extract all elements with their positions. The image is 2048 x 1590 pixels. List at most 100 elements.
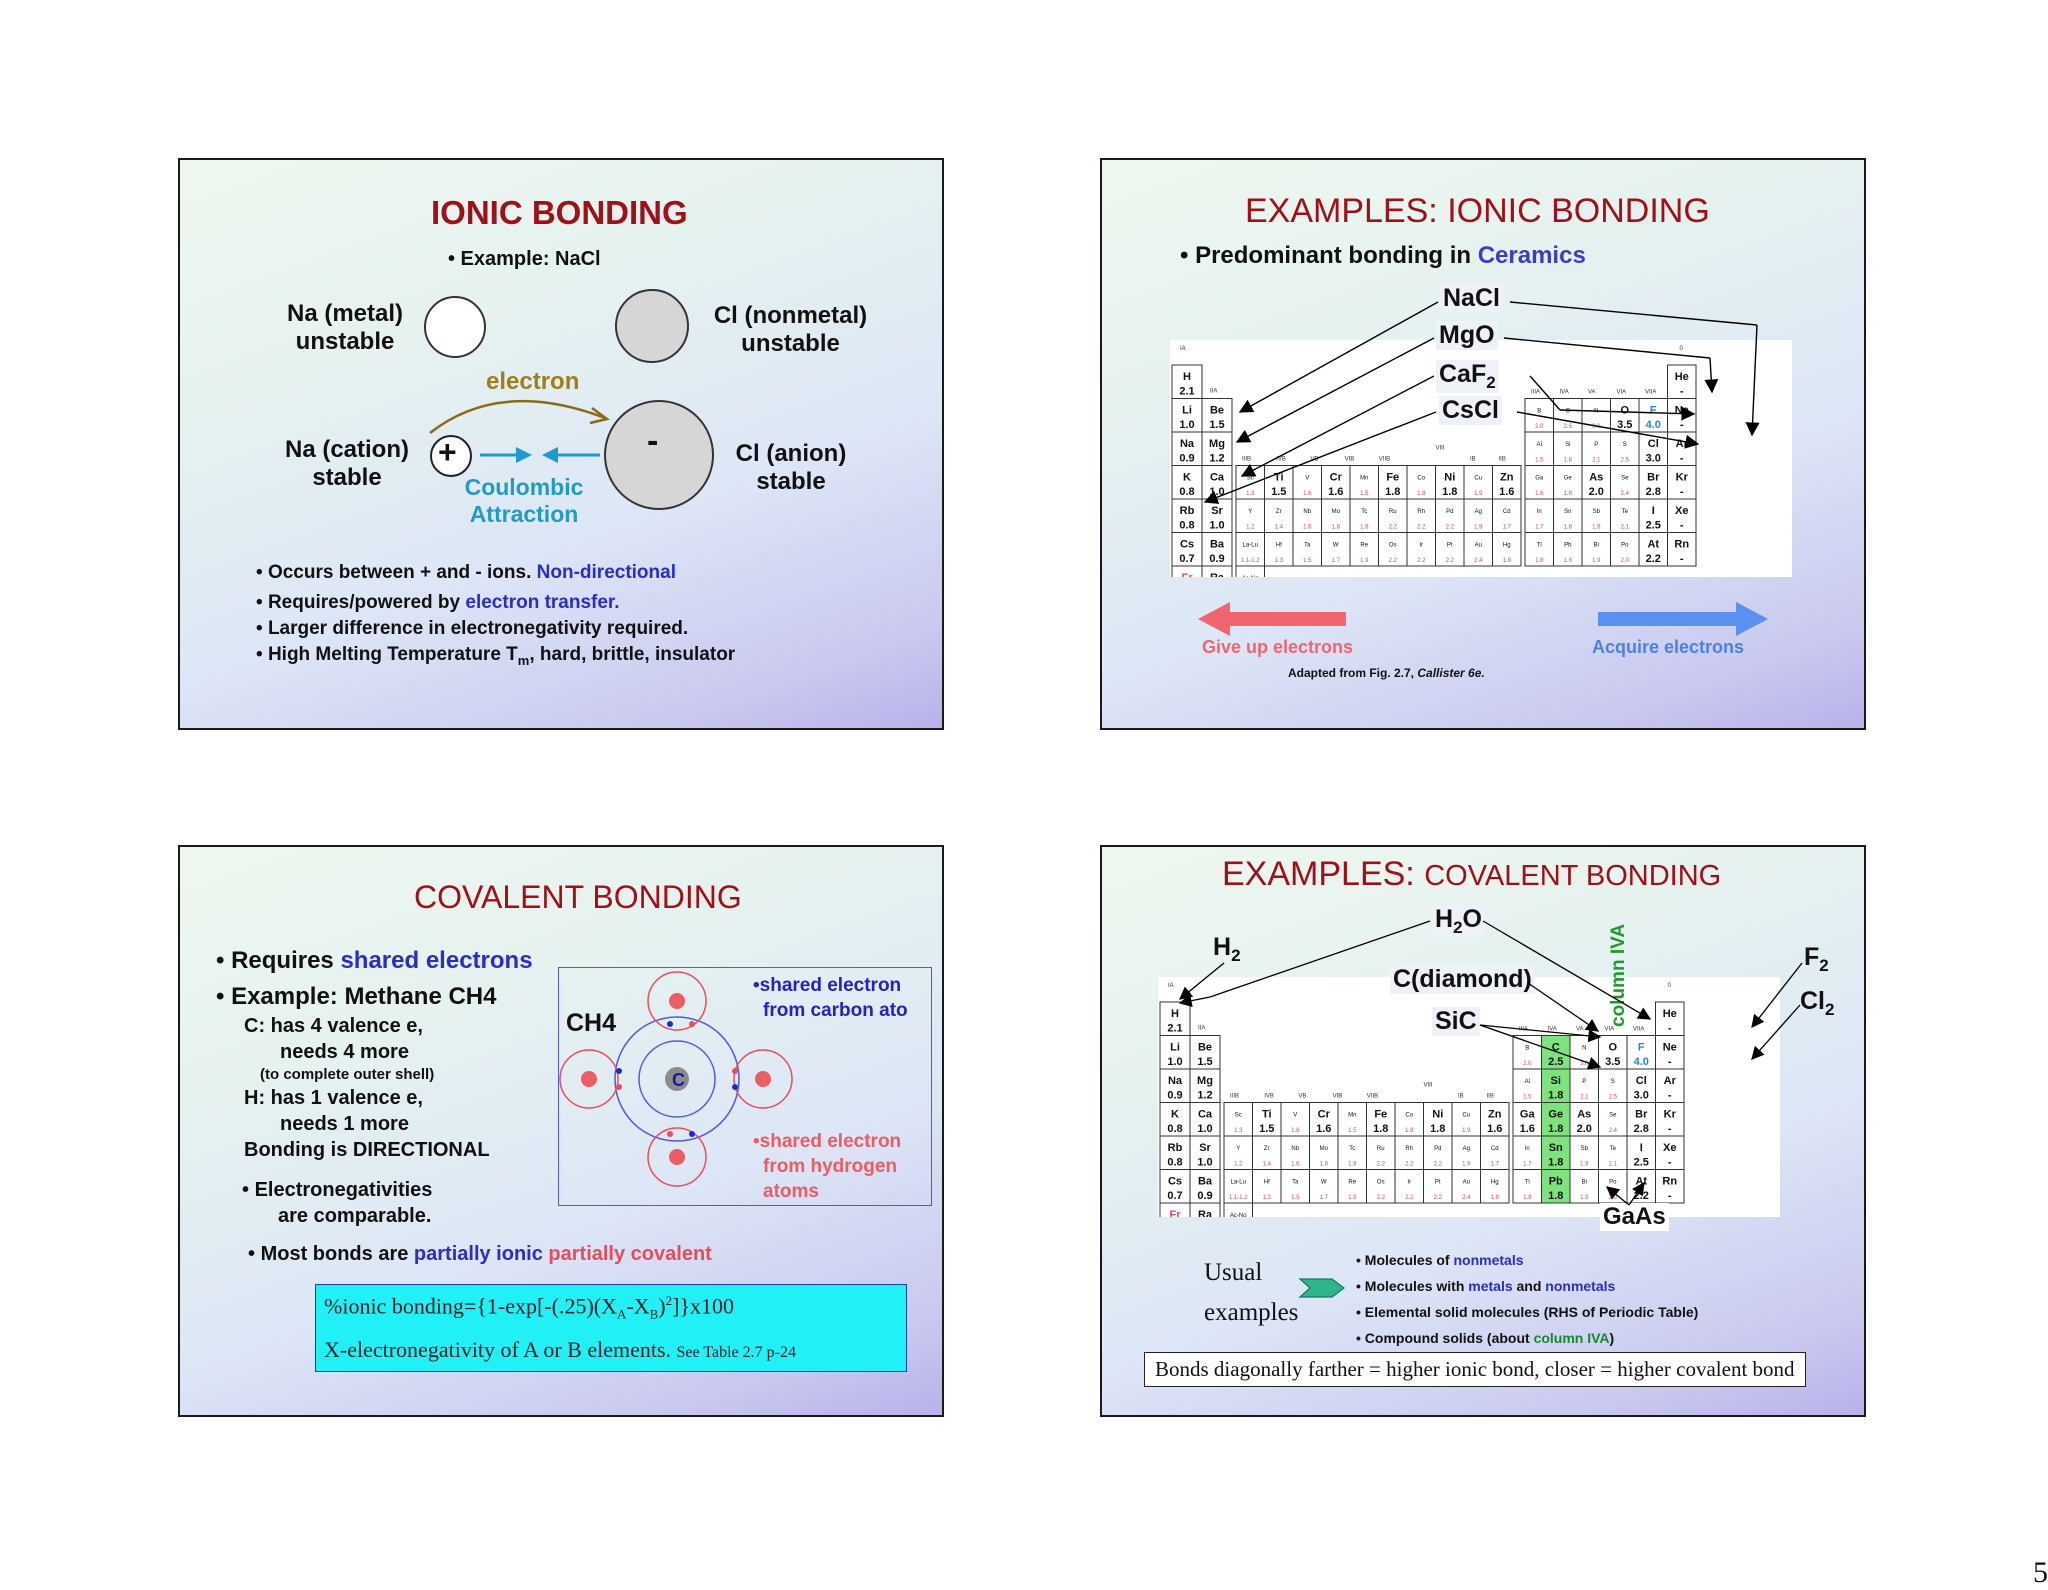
element-symbol: Rb [1180,505,1195,517]
ionic-percent-formula-box: %ionic bonding={1-exp[-(.25)(XA-XB)2]}x1… [315,1284,907,1372]
element-symbol: Nb [1303,509,1311,515]
electronegativity-value: - [1668,1022,1672,1034]
element-symbol: Ir [1407,1180,1411,1186]
element-cell-fe: Fe1.8 [1366,1102,1396,1137]
element-symbol: Ti [1274,472,1284,484]
slide-title: EXAMPLES: IONIC BONDING [1245,192,1710,230]
electronegativity-value: 1.6 [1291,1128,1300,1134]
group-label: IVA [1560,390,1569,396]
element-symbol: Be [1198,1042,1212,1054]
element-cell-po: Po2.0 [1610,532,1640,567]
electronegativity-value: 1.8 [1564,524,1573,530]
element-cell-h: H2.1 [1171,364,1203,399]
electronegativity-value: 1.4 [1275,524,1284,530]
element-symbol: La-Lu [1231,1180,1246,1186]
electronegativity-value: 2.0 [1577,1123,1592,1135]
adapted-caption: Adapted from Fig. 2.7, Callister 6e. [1288,666,1485,680]
element-cell-ne: Ne- [1655,1035,1685,1070]
element-cell-na: Na0.9 [1171,431,1203,466]
element-cell-sc: Sc 1.3 [1223,1102,1253,1137]
compound-diamond: C(diamond) [1390,965,1535,994]
electronegativity-value: 1.0 [1197,1123,1212,1135]
electronegativity-value: 1.7 [1491,1161,1500,1167]
element-cell-nb: Nb1.6 [1292,498,1322,533]
element-symbol: Bi [1582,1180,1587,1186]
electronegativity-value: 2.5 [1634,1156,1649,1168]
element-symbol: Br [1635,1109,1648,1121]
acquire-label: Acquire electrons [1592,637,1745,657]
element-cell-au: Au2.4 [1463,532,1493,567]
electronegativity-value: 1.3 [1263,1195,1272,1201]
element-symbol: La-Lu [1243,543,1258,549]
element-cell-v: V1.6 [1292,465,1322,500]
element-cell-sr: Sr1.0 [1189,1135,1221,1170]
electronegativity-value: 1.3 [1234,1128,1243,1134]
electronegativity-value: 1.5 [1291,1195,1300,1201]
electronegativity-value: 1.8 [1548,1190,1563,1202]
bond-distance-note: Bonds diagonally farther = higher ionic … [1144,1352,1806,1387]
electronegativity-value: 1.9 [1462,1161,1471,1167]
element-symbol: Fr [1182,572,1194,577]
ch4-label: CH4 [566,1009,617,1037]
element-cell-mn: Mn1.5 [1349,465,1379,500]
formula-definition: X-electronegativity of A or B elements. … [324,1337,796,1362]
element-cell-sb: Sb1.9 [1581,498,1611,533]
electronegativity-value: 1.5 [1535,457,1544,463]
element-cell-kr: Kr- [1655,1102,1685,1137]
element-cell-nb: Nb1.6 [1280,1135,1310,1170]
electronegativity-value: - [1680,419,1684,431]
electronegativity-value: 2.2 [1377,1195,1386,1201]
bullet-list: • Occurs between + and - ions. Non-direc… [256,560,735,674]
element-cell-cl: Cl3.0 [1626,1068,1656,1103]
element-symbol: Rb [1168,1142,1183,1154]
element-symbol: Sc [1235,1113,1242,1119]
element-cell-tl: Tl1.8 [1524,532,1554,567]
element-symbol: Re [1360,543,1368,549]
methane-orbital-diagram [559,971,793,1187]
element-cell-zr: Zr1.4 [1264,498,1294,533]
element-cell-os: Os2.2 [1378,532,1408,567]
element-symbol: Tc [1361,509,1367,515]
element-symbol: V [1305,476,1309,482]
electronegativity-value: 1.5 [1197,1056,1212,1068]
group-label: IB [1458,1094,1464,1100]
element-symbol: Po [1621,543,1629,549]
electronegativity-value: 1.8 [1548,1156,1563,1168]
element-symbol: Se [1621,476,1629,482]
electronegativity-value: 1.4 [1263,1161,1272,1167]
element-cell-i: I2.5 [1638,498,1668,533]
electronegativity-value: 2.2 [1405,1195,1414,1201]
element-symbol: F [1638,1042,1645,1054]
compound-arrows [1203,301,1760,504]
electronegativity-value: 1.5 [1209,419,1224,431]
bullet-3: • Larger difference in electronegativity… [256,618,689,639]
electronegativity-value: 1.9 [1503,558,1512,564]
group-label: IB [1470,457,1476,463]
electronegativity-value: 2.5 [1646,519,1661,531]
element-symbol: Rh [1405,1146,1413,1152]
group-label: 0 [1668,983,1672,989]
electronegativity-value: 2.5 [1609,1094,1618,1100]
element-symbol: Li [1170,1042,1180,1054]
electronegativity-value: 1.8 [1405,1128,1414,1134]
element-symbol: Os [1389,543,1397,549]
element-symbol: O [1608,1042,1617,1054]
electronegativity-value: 1.0 [1167,1056,1182,1068]
element-symbol: As [1577,1109,1591,1121]
electronegativity-value: - [1680,519,1684,531]
element-symbol: Au [1475,543,1482,549]
electronegativity-value: 2.2 [1417,558,1426,564]
electronegativity-value: 0.9 [1179,452,1194,464]
slide-ionic-bonding: IONIC BONDING • Example: NaCl Na (metal)… [178,158,944,730]
element-cell-tc: Tc1.9 [1349,498,1379,533]
electronegativity-value: 2.1 [1621,524,1630,530]
electronegativity-value: 3.0 [1580,1061,1589,1067]
element-symbol: Zr [1264,1146,1270,1152]
element-cell-pt: Pt2.2 [1423,1169,1453,1204]
electronegativity-value: 1.7 [1503,524,1512,530]
element-symbol: Ni [1432,1109,1443,1121]
electronegativity-value: 2.1 [1580,1094,1589,1100]
usual-examples-list: • Molecules of nonmetals • Molecules wit… [1356,1252,1699,1346]
